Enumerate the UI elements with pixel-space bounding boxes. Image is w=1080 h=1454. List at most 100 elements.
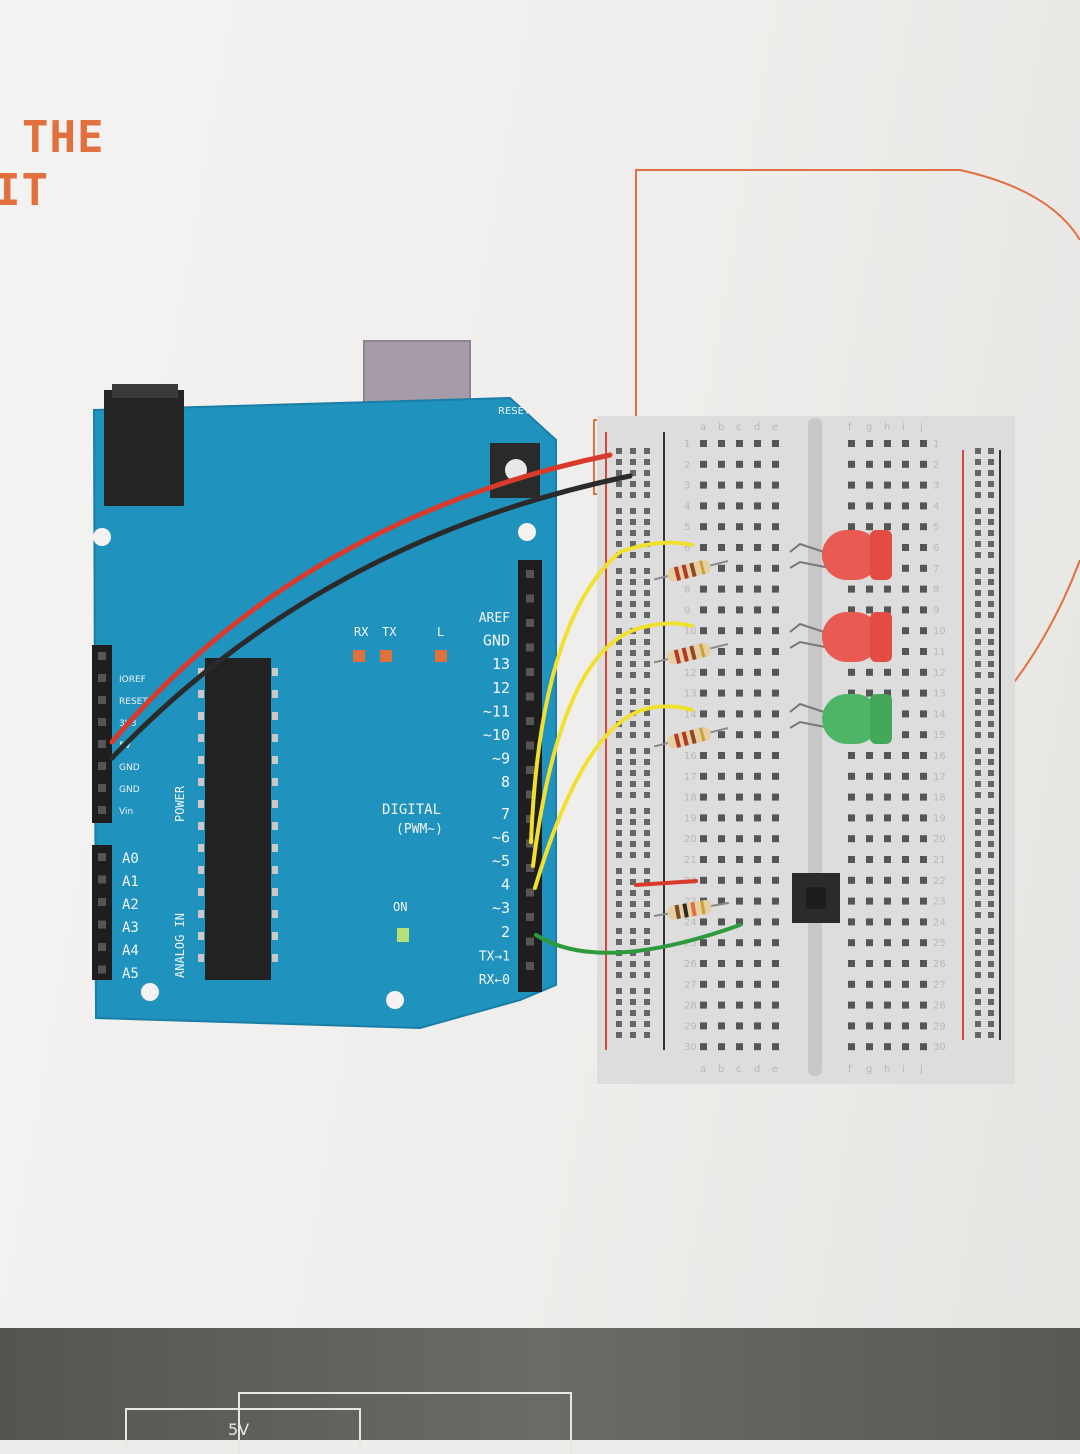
chip-pin xyxy=(198,866,204,874)
breadboard-hole xyxy=(754,564,761,572)
analog-pin-label: A5 xyxy=(122,966,139,982)
rail-hole xyxy=(988,568,994,574)
rail-hole xyxy=(616,492,622,498)
rail-hole xyxy=(988,1021,994,1027)
rail-hole xyxy=(975,819,981,825)
rail-hole xyxy=(975,568,981,574)
chip-pin xyxy=(272,844,278,852)
breadboard-hole xyxy=(848,606,855,614)
rail-hole xyxy=(975,721,981,727)
breadboard-hole xyxy=(700,585,707,593)
rail-hole xyxy=(630,579,636,585)
breadboard-hole xyxy=(902,460,909,468)
breadboard-hole xyxy=(700,918,707,926)
led-red xyxy=(789,530,892,580)
breadboard-hole xyxy=(736,481,743,489)
rail-hole xyxy=(616,470,622,476)
rail-hole xyxy=(644,688,650,694)
rail-hole xyxy=(975,661,981,667)
rail-hole xyxy=(975,590,981,596)
row-number: 28 xyxy=(684,1001,697,1012)
breadboard-hole xyxy=(848,440,855,447)
rail-hole xyxy=(975,852,981,858)
rail-hole xyxy=(988,868,994,874)
header-hole xyxy=(526,570,534,578)
breadboard-hole xyxy=(902,502,909,510)
rail-hole xyxy=(630,961,636,967)
rail-hole xyxy=(988,770,994,776)
breadboard-hole xyxy=(866,502,873,510)
chip-pin xyxy=(198,910,204,918)
breadboard-hole xyxy=(754,460,761,468)
rail-hole xyxy=(988,650,994,656)
rail-hole xyxy=(644,628,650,634)
resistor xyxy=(653,642,729,665)
bottom-outline-box xyxy=(238,1392,572,1454)
breadboard-hole xyxy=(772,793,779,801)
row-number: 6 xyxy=(684,543,690,554)
rail-hole xyxy=(644,999,650,1005)
breadboard-hole xyxy=(700,481,707,489)
breadboard-hole xyxy=(902,564,909,572)
page-bottom-band xyxy=(0,1328,1080,1440)
rail-hole xyxy=(616,901,622,907)
rail-hole xyxy=(616,890,622,896)
chip-pin xyxy=(198,756,204,764)
chip-pin xyxy=(198,778,204,786)
rail-hole xyxy=(988,890,994,896)
breadboard-hole xyxy=(754,939,761,947)
breadboard-hole xyxy=(754,606,761,614)
row-number: 1 xyxy=(684,439,690,450)
breadboard-hole xyxy=(754,627,761,635)
breadboard-hole xyxy=(718,648,725,655)
header-hole xyxy=(526,741,534,750)
row-number: 7 xyxy=(933,564,939,575)
breadboard-hole xyxy=(884,606,891,614)
rail-hole xyxy=(644,928,650,934)
rail-hole xyxy=(644,568,650,574)
rail-hole xyxy=(975,492,981,498)
breadboard-hole xyxy=(754,835,761,843)
rail-hole xyxy=(616,639,622,645)
breadboard-hole xyxy=(884,1001,891,1009)
breadboard-hole xyxy=(902,876,909,884)
rail-hole xyxy=(644,781,650,787)
rail-hole xyxy=(975,999,981,1005)
breadboard-hole xyxy=(772,460,779,468)
chip-pin xyxy=(198,822,204,830)
resistor xyxy=(653,726,729,749)
power-jack xyxy=(104,390,184,506)
row-number: 3 xyxy=(933,481,939,492)
row-number: 20 xyxy=(933,834,946,845)
breadboard-hole xyxy=(718,897,725,905)
breadboard-hole xyxy=(736,1001,743,1009)
rail-hole xyxy=(616,448,622,454)
breadboard-hole xyxy=(718,564,725,572)
breadboard-hole xyxy=(866,1022,873,1030)
breadboard-hole xyxy=(866,897,873,905)
rail-hole xyxy=(644,830,650,836)
rail-hole xyxy=(975,1032,981,1038)
rail-hole xyxy=(644,792,650,798)
breadboard-hole xyxy=(884,1022,891,1030)
row-number: 18 xyxy=(933,793,946,804)
rail-hole xyxy=(988,819,994,825)
bottom-outline-box xyxy=(125,1408,361,1450)
chip-pin xyxy=(272,690,278,698)
row-number: 28 xyxy=(933,1001,946,1012)
rail-hole xyxy=(630,519,636,525)
rail-hole xyxy=(975,988,981,994)
digital-pin-label: ~9 xyxy=(492,750,510,768)
row-number: 6 xyxy=(933,543,939,554)
breadboard-hole xyxy=(736,814,743,822)
breadboard-hole xyxy=(884,876,891,884)
rail-hole xyxy=(616,912,622,918)
row-number: 5 xyxy=(933,522,939,533)
rail-hole xyxy=(630,481,636,487)
row-number: 25 xyxy=(684,938,697,949)
rail-hole xyxy=(988,448,994,454)
rail-hole xyxy=(630,1032,636,1038)
pwm-label: (PWM~) xyxy=(396,822,443,837)
rail-hole xyxy=(616,541,622,547)
